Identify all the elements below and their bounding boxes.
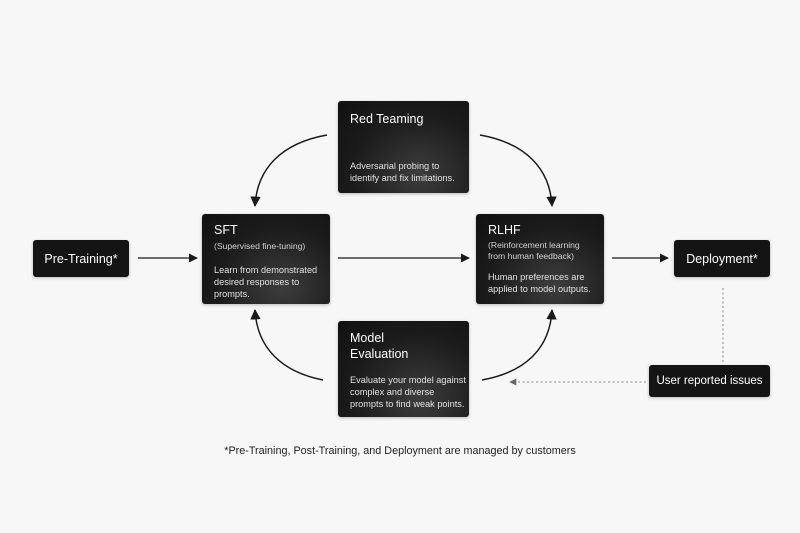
rlhf-title: RLHF (488, 223, 521, 237)
pretraining-box: Pre-Training* (33, 240, 129, 277)
model-evaluation-title: Model Evaluation (350, 331, 409, 361)
model-evaluation-description: Evaluate your model against complex and … (350, 375, 466, 409)
sft-box: SFT (Supervised fine-tuning) Learn from … (202, 214, 330, 304)
user-reported-issues-box: User reported issues (649, 365, 770, 397)
user-reported-issues-label: User reported issues (656, 375, 763, 387)
rlhf-box: RLHF (Reinforcement learning from human … (476, 214, 604, 304)
deployment-label: Deployment* (686, 251, 758, 266)
red-teaming-box: Red Teaming Adversarial probing to ident… (338, 101, 469, 193)
rlhf-description: Human preferences are applied to model o… (488, 272, 591, 294)
model-evaluation-box: Model Evaluation Evaluate your model aga… (338, 321, 469, 417)
arrow-rlhf-to-modeleval (481, 308, 557, 381)
rlhf-subtitle: (Reinforcement learning from human feedb… (488, 240, 580, 261)
sft-title: SFT (214, 223, 238, 237)
footnote: *Pre-Training, Post-Training, and Deploy… (224, 445, 576, 457)
sft-description: Learn from demonstrated desired response… (214, 265, 318, 299)
deployment-box: Deployment* (674, 240, 770, 277)
red-teaming-description: Adversarial probing to identify and fix … (350, 161, 455, 183)
arrow-modeleval-to-sft (250, 308, 324, 381)
arrow-redteaming-to-rlhf (479, 134, 557, 208)
sft-subtitle: (Supervised fine-tuning) (214, 241, 306, 251)
arrow-redteaming-to-sft (250, 134, 328, 208)
pretraining-label: Pre-Training* (44, 251, 118, 266)
red-teaming-title: Red Teaming (350, 112, 424, 126)
